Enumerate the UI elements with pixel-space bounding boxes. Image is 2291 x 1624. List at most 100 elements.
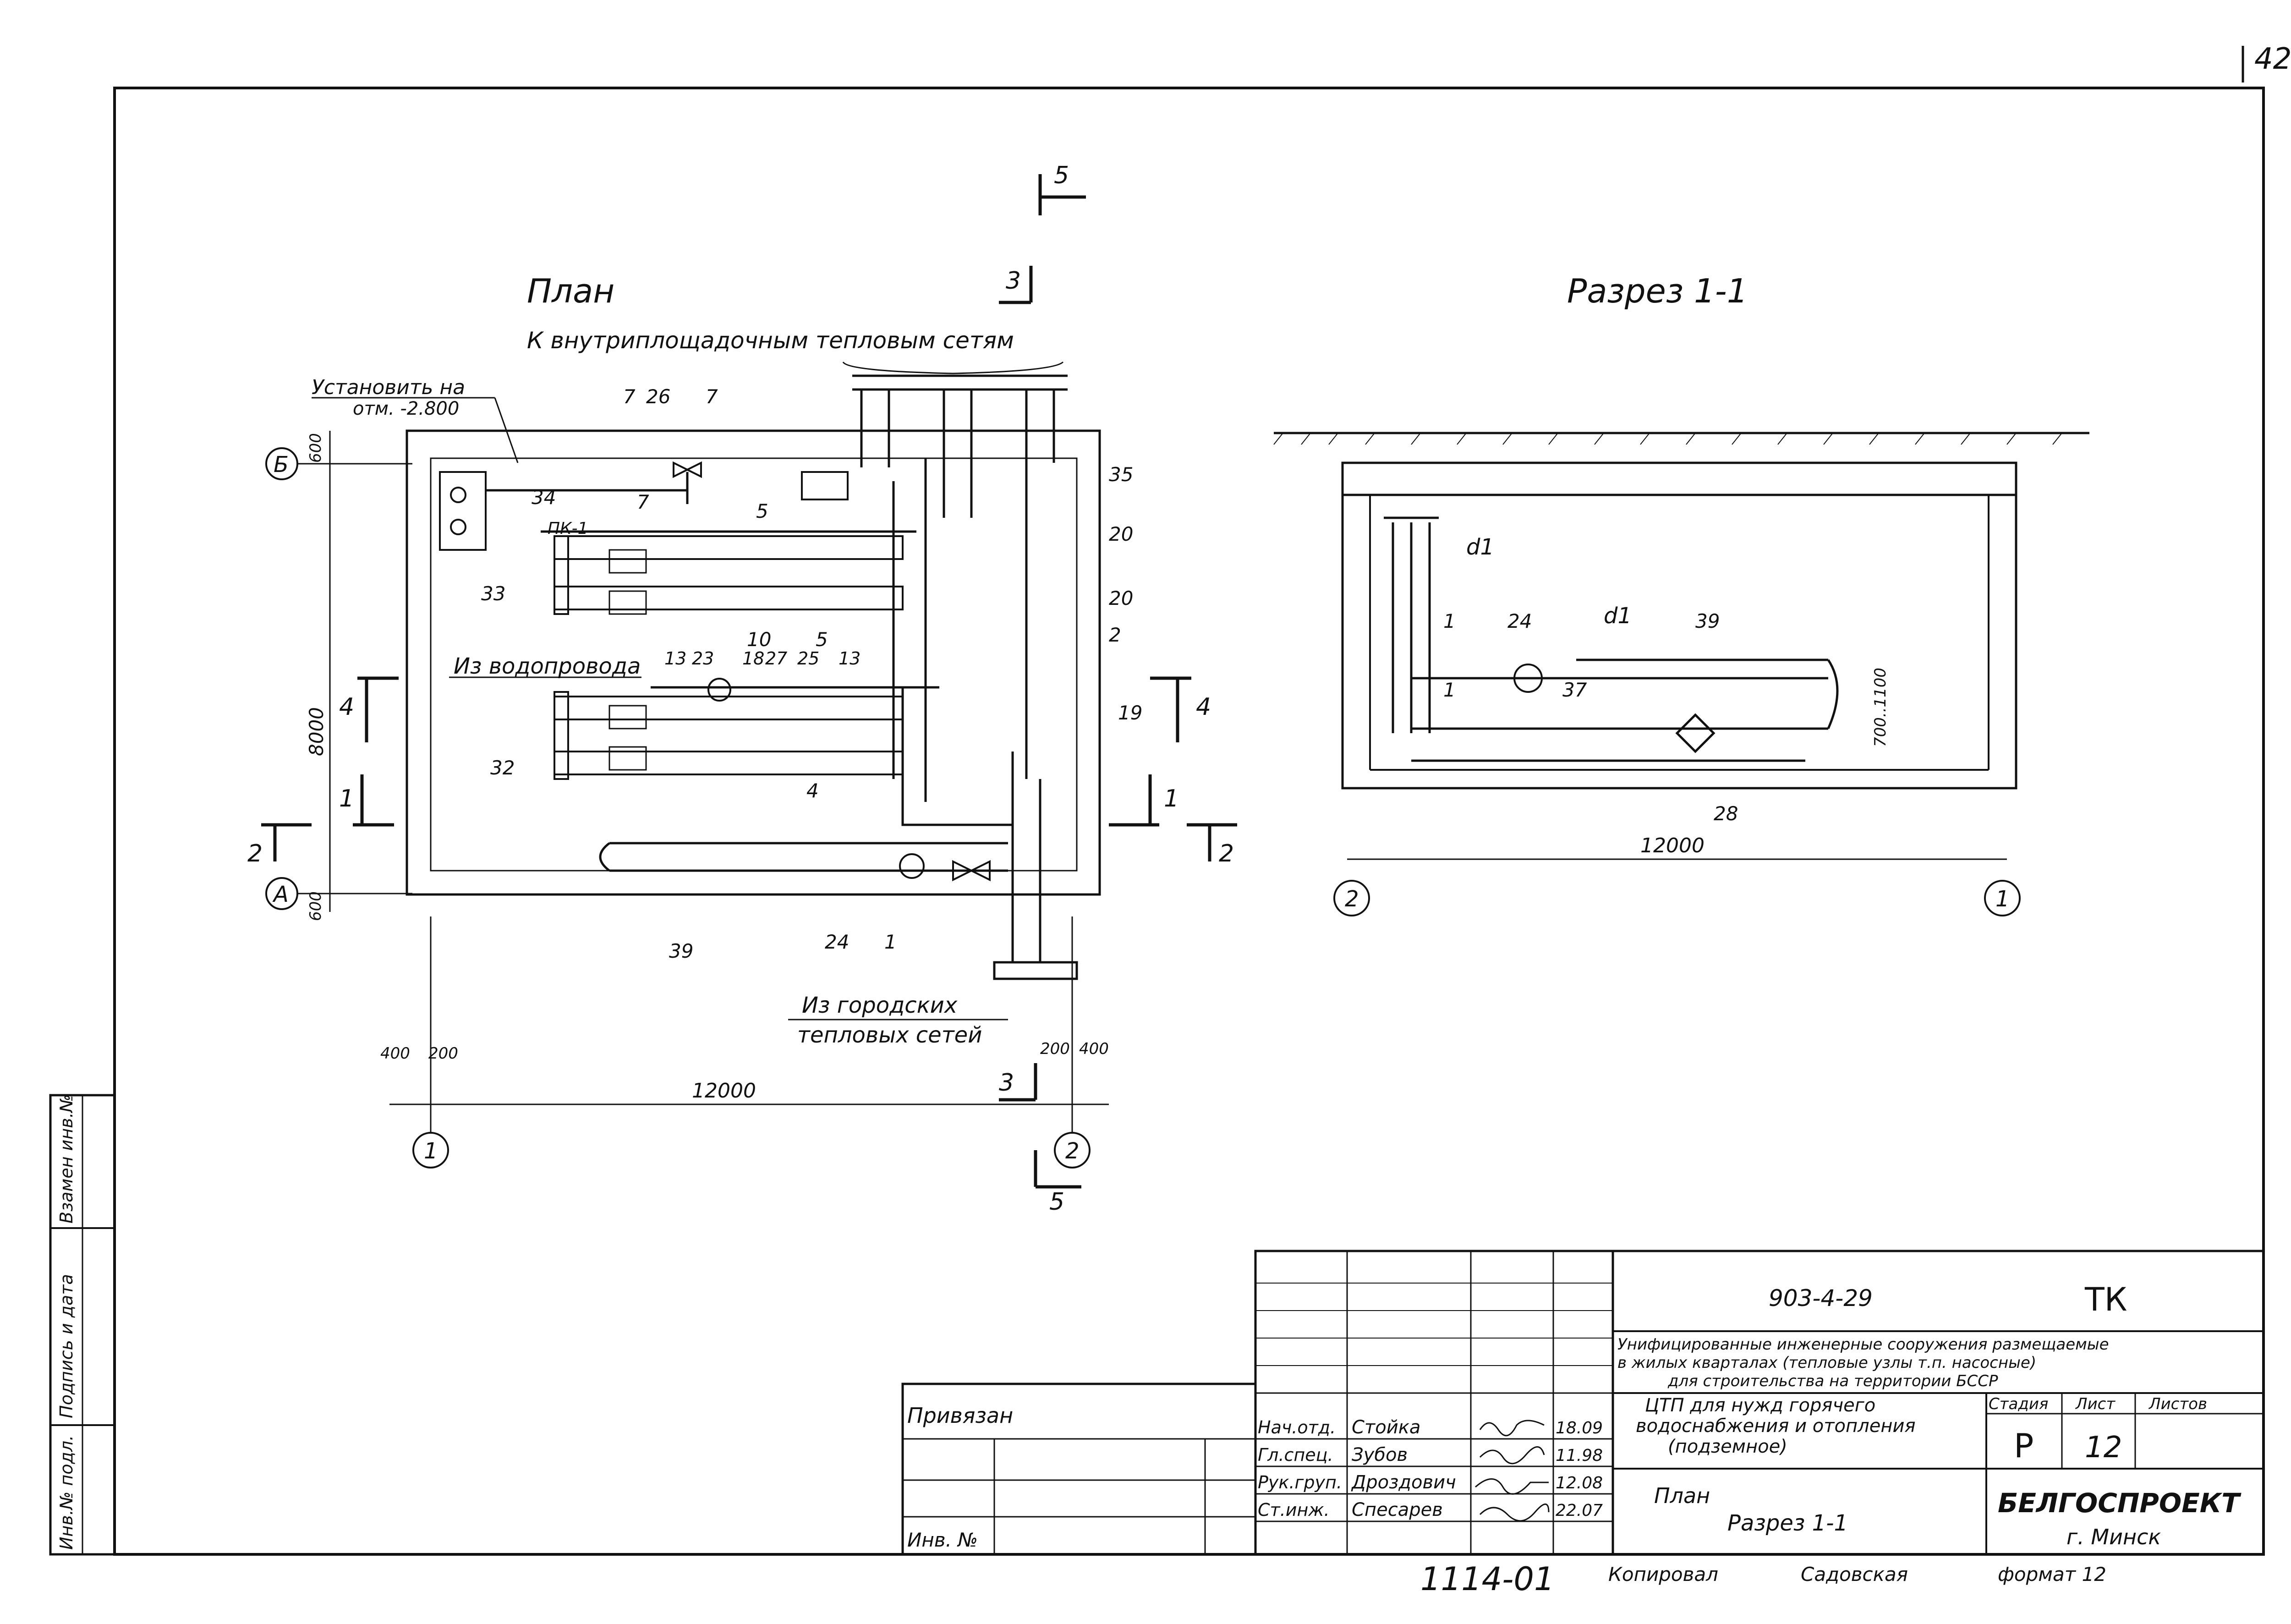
axis-letter-b: Б <box>274 452 289 477</box>
axis-number-2: 2 <box>1065 1138 1080 1164</box>
callout: 13 <box>664 648 686 669</box>
callout: 20 <box>1109 523 1133 545</box>
section-dim-width: 12000 <box>1640 834 1705 857</box>
object-line2: водоснабжения и отопления <box>1636 1416 1916 1437</box>
control-cabinet <box>439 471 487 551</box>
copied-label: Копировал <box>1608 1563 1718 1586</box>
callout: 4 <box>806 779 819 802</box>
ground-hatch <box>1273 433 2062 445</box>
project-desc-line3: для строительства на территории БССР <box>1667 1372 1998 1390</box>
plan-dimensions: 8000 600 600 12000 400 200 200 400 <box>305 431 1109 1132</box>
axis-number-1: 1 <box>424 1138 438 1164</box>
callout: 7 <box>623 385 636 408</box>
water-supply-label: Из водопровода <box>454 653 641 679</box>
building-outline <box>406 429 1101 896</box>
pk-label: ПК-1 <box>548 519 588 538</box>
roof-slab <box>1341 461 2017 496</box>
callout: 27 <box>765 648 787 669</box>
stage-value: Р <box>2014 1426 2033 1465</box>
sheet-title-line1: План <box>1654 1483 1710 1508</box>
valve-icon <box>952 860 991 882</box>
doc-mark: ТК <box>2084 1281 2127 1318</box>
dim-overall-height: 8000 <box>305 707 328 756</box>
cut-label: 5 <box>1049 1188 1064 1216</box>
copied-by: Садовская <box>1801 1563 1908 1586</box>
role-cell: Рук.груп. <box>1258 1472 1342 1492</box>
city-networks-line1: Из городских <box>802 993 958 1018</box>
stamp-sign-date: Подпись и дата <box>56 1274 77 1418</box>
callout: 7 <box>637 491 649 513</box>
section-label: d1 <box>1604 603 1632 629</box>
section-title: Разрез 1-1 <box>1567 272 1748 310</box>
object-line3: (подземное) <box>1668 1436 1787 1457</box>
title-block: Привязан Инв. № Нач.отд. Гл.спец. Рук.гр… <box>901 1250 2265 1556</box>
axis-letter-a: А <box>272 882 289 907</box>
role-cell: Ст.инж. <box>1258 1500 1330 1520</box>
callout: 2 <box>1109 624 1121 646</box>
sheet-frame <box>113 87 2265 1556</box>
inventory-number: 1114-01 <box>1420 1560 1554 1598</box>
section-label: d1 <box>1466 534 1494 560</box>
inv-label: Инв. № <box>907 1529 978 1551</box>
top-pipe-risers <box>852 374 1068 518</box>
section-pump-icon <box>1513 664 1543 693</box>
callout-group: 7 26 7 7 34 5 35 20 20 2 33 10 5 13 23 1… <box>481 385 1142 962</box>
stage-header: Стадия <box>1989 1395 2048 1413</box>
sheet-header: Лист <box>2075 1395 2116 1413</box>
role-cell: Гл.спец. <box>1258 1445 1333 1465</box>
callout: 7 <box>706 385 718 408</box>
section-view: Разрез 1-1 d1 d1 1 24 39 1 37 28 700..11… <box>1273 272 2089 916</box>
date-cell: 22.07 <box>1556 1501 1603 1520</box>
pump-icon <box>899 853 925 879</box>
callout: 32 <box>490 757 515 779</box>
callout: 23 <box>692 648 714 669</box>
object-line1: ЦТП для нужд горячего <box>1645 1395 1875 1416</box>
cut-label: 2 <box>247 840 263 867</box>
signature-scribble <box>1475 1420 1550 1522</box>
callout: 5 <box>816 628 828 651</box>
expansion-vessel <box>801 471 849 500</box>
dim-top: 600 <box>307 433 325 463</box>
pump-motor-icon <box>450 519 466 535</box>
section-cut-marks: 5 3 4 1 2 4 1 2 3 5 <box>247 162 1237 1216</box>
dim-right-b: 400 <box>1079 1040 1109 1058</box>
heat-exchangers-lower <box>554 691 904 780</box>
cut-label: 5 <box>1054 162 1069 189</box>
top-brace <box>842 361 1064 374</box>
callout: 24 <box>825 931 849 953</box>
organization: БЕЛГОСПРОЕКТ <box>1998 1487 2242 1519</box>
pump-motor-icon <box>450 487 466 503</box>
bound-label: Привязан <box>907 1403 1013 1428</box>
callout: 33 <box>481 582 505 605</box>
plan-title: План <box>527 272 614 310</box>
cut-label: 1 <box>1164 785 1179 812</box>
callout: 10 <box>747 628 771 651</box>
sheets-header: Листов <box>2148 1395 2207 1413</box>
name-cell: Дроздович <box>1351 1472 1456 1493</box>
name-cell: Стойка <box>1352 1417 1420 1438</box>
name-cell: Зубов <box>1352 1444 1408 1465</box>
callout: 35 <box>1109 463 1133 486</box>
section-axis-2: 2 <box>1345 886 1359 912</box>
section-dim-height: 700..1100 <box>1871 668 1890 747</box>
sheet-value: 12 <box>2085 1431 2122 1465</box>
callout: 39 <box>669 940 693 962</box>
connecting-pipes <box>486 458 1041 962</box>
section-valve-icon <box>1675 713 1716 753</box>
doc-code: 903-4-29 <box>1769 1285 1873 1311</box>
install-note-line1: Установить на <box>312 376 465 399</box>
stamp-inv-orig: Инв.№ подл. <box>56 1435 77 1550</box>
cut-label: 4 <box>1196 693 1211 721</box>
pump-icon <box>707 678 731 702</box>
dim-right-a: 200 <box>1040 1040 1070 1058</box>
city-pipe-inlet <box>993 961 1078 980</box>
dim-bottom: 600 <box>307 891 325 921</box>
callout: 25 <box>797 648 819 669</box>
date-cell: 12.08 <box>1556 1474 1603 1492</box>
sheet-title-line2: Разрез 1-1 <box>1727 1510 1848 1536</box>
page-number: 42 <box>2254 42 2291 76</box>
callout: 20 <box>1109 587 1133 609</box>
dim-left-b: 200 <box>428 1044 458 1063</box>
section-label: 1 <box>1443 679 1456 701</box>
